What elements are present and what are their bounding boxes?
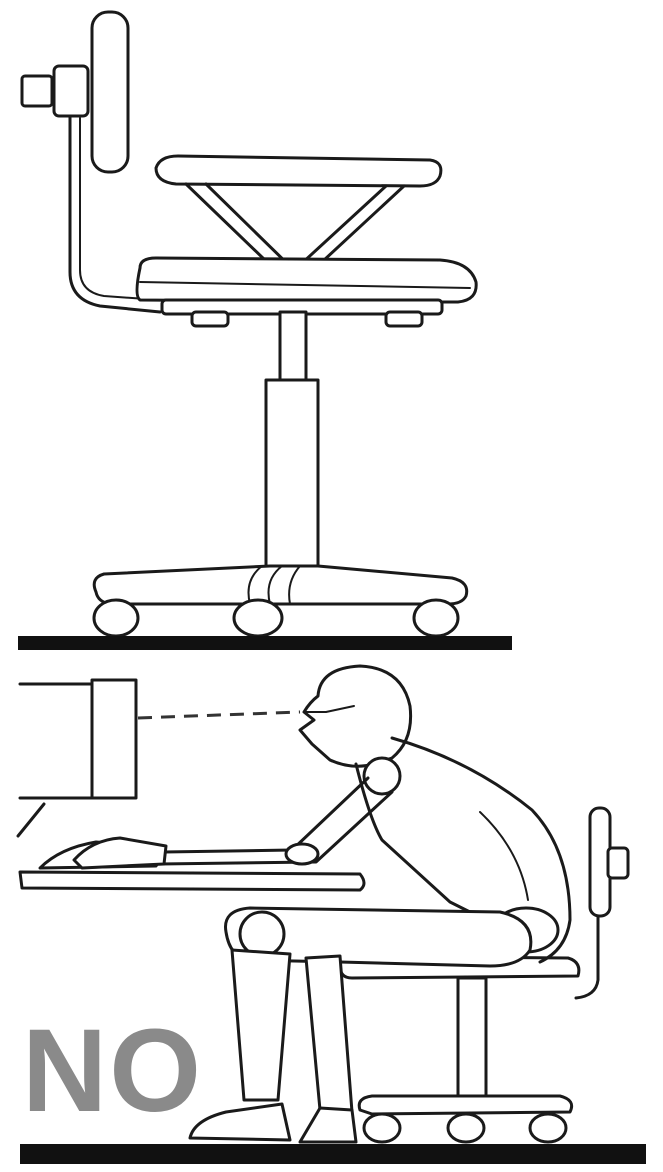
posture-chair-column [456, 976, 488, 1100]
chair-base [92, 564, 469, 606]
hand [72, 836, 168, 870]
verdict-label: NO [22, 1005, 203, 1137]
chair-backrest [90, 10, 130, 174]
bad-posture-scene [16, 664, 630, 1144]
person-shin-front [230, 948, 292, 1102]
person-chest [354, 762, 508, 932]
floor-line-top [18, 636, 512, 650]
knee [238, 910, 286, 958]
caster-left [92, 598, 140, 638]
shoulder-joint [362, 756, 402, 796]
caster-right [412, 598, 460, 638]
backrest-knob-cap [20, 74, 54, 108]
floor-line-bottom [20, 1144, 646, 1164]
person-back [390, 736, 572, 964]
seat-lever-right [384, 310, 424, 328]
chair-upper-plate [154, 154, 443, 188]
posture-chair-base [357, 1094, 574, 1116]
line-of-sight [137, 710, 301, 720]
back-support-bar [68, 114, 162, 314]
gas-column-upper [278, 310, 308, 384]
office-chair [20, 10, 478, 638]
desk [18, 870, 366, 892]
forearm [158, 790, 394, 866]
glasses [303, 705, 355, 713]
foot-front [188, 1102, 292, 1142]
elbow [284, 842, 320, 866]
foot-back [298, 1106, 358, 1144]
gas-column-lower [264, 378, 320, 572]
chair-seat [135, 256, 478, 304]
monitor [90, 678, 138, 800]
seat-lever-left [190, 310, 230, 328]
backrest-knob [52, 64, 90, 118]
monitor-stand [16, 802, 46, 838]
person-head [298, 664, 413, 768]
person-shin-back [304, 954, 354, 1114]
caster-center [232, 598, 284, 638]
